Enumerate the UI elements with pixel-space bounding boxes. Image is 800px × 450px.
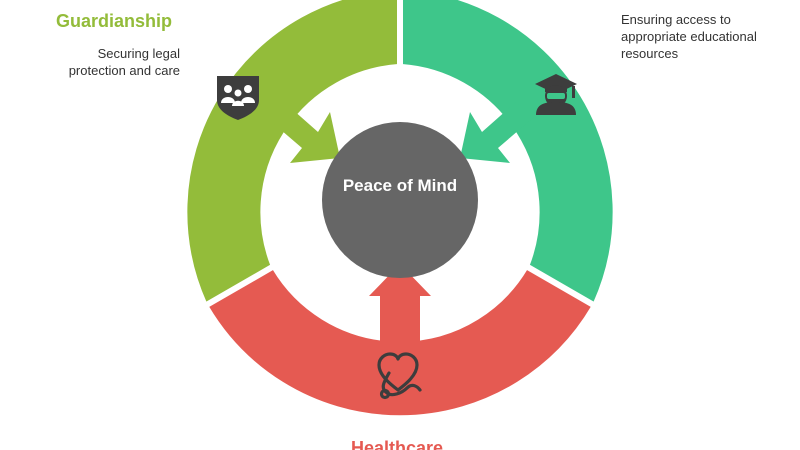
student-graduate-icon: [535, 74, 577, 115]
segment-education: [401, 0, 615, 305]
arrow-guardianship: [267, 102, 340, 163]
segment-title-guardianship: Guardianship: [56, 11, 173, 31]
segment-guardianship: [185, 0, 399, 305]
segment-description-education: Ensuring access to appropriate education…: [621, 12, 757, 61]
arrow-healthcare: [369, 264, 431, 345]
center-circle: [322, 122, 478, 278]
segment-description-guardianship: Securing legal protection and care: [68, 46, 180, 78]
arrow-education: [460, 102, 533, 163]
heart-stethoscope-icon: [377, 352, 422, 400]
center-label: Peace of Mind: [342, 176, 458, 195]
family-shield-icon: [217, 76, 259, 120]
segment-title-healthcare: Healthcare: [351, 438, 444, 450]
